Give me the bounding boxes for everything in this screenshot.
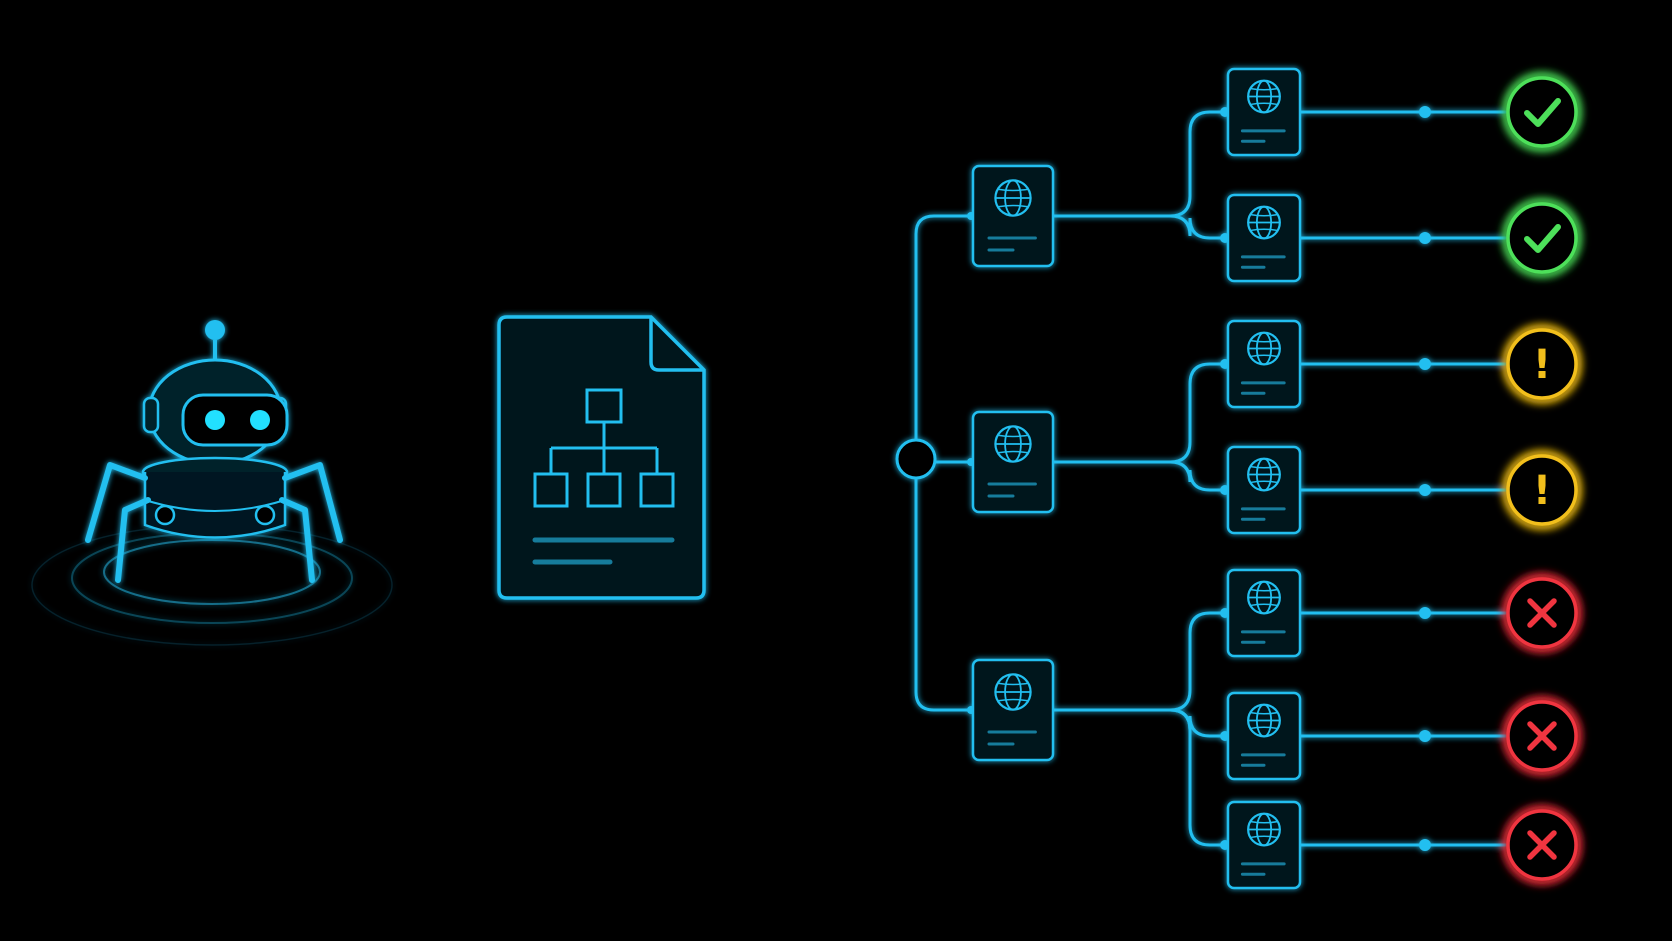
connector <box>1169 460 1228 492</box>
status-glyph: ! <box>1533 468 1551 514</box>
status-badge-error <box>1506 577 1578 649</box>
exclamation-icon: ! <box>1533 342 1551 388</box>
check-icon <box>1524 98 1561 127</box>
connector <box>1169 110 1228 218</box>
page-card-leaf[interactable] <box>1226 691 1302 781</box>
check-icon <box>1524 224 1561 253</box>
page-card-leaf[interactable] <box>1226 193 1302 283</box>
connector-dot <box>1419 106 1431 118</box>
cross-icon <box>1527 721 1557 751</box>
globe-page-icon <box>994 673 1032 711</box>
status-badge-warn: ! <box>1506 454 1578 526</box>
status-badge-ok <box>1506 76 1578 148</box>
connector-dot <box>1419 607 1431 619</box>
page-card-leaf[interactable] <box>1226 67 1302 157</box>
connector <box>1169 214 1228 240</box>
globe-page-icon <box>1247 457 1281 492</box>
globe-page-icon <box>994 179 1032 217</box>
globe-page-icon <box>1247 812 1281 847</box>
connector-dot <box>1419 484 1431 496</box>
globe-page-icon <box>1247 205 1281 240</box>
connector-dot <box>1419 358 1431 370</box>
sitemap-document-icon <box>497 315 706 600</box>
page-card-branch[interactable] <box>971 658 1055 762</box>
status-badge-warn: ! <box>1506 328 1578 400</box>
exclamation-icon: ! <box>1533 468 1551 514</box>
cross-icon <box>1527 830 1557 860</box>
connector-dot <box>1419 730 1431 742</box>
status-glyph: ! <box>1533 342 1551 388</box>
connector <box>914 459 973 712</box>
connector-dot <box>1419 232 1431 244</box>
connector <box>1169 611 1228 712</box>
page-card-leaf[interactable] <box>1226 445 1302 535</box>
globe-page-icon <box>1247 79 1281 114</box>
connector <box>1169 362 1228 464</box>
page-card-leaf[interactable] <box>1226 568 1302 658</box>
connector-dot <box>1419 839 1431 851</box>
page-card-leaf[interactable] <box>1226 800 1302 890</box>
globe-page-icon <box>1247 703 1281 738</box>
page-card-leaf[interactable] <box>1226 319 1302 409</box>
status-badge-error <box>1506 700 1578 772</box>
spider-robot-icon <box>31 320 393 646</box>
connector <box>1169 708 1228 738</box>
connector <box>1169 708 1228 847</box>
page-card-branch[interactable] <box>971 410 1055 514</box>
status-badge-ok <box>1506 202 1578 274</box>
connector <box>914 214 973 459</box>
hub-node-icon <box>895 438 937 480</box>
cross-icon <box>1527 598 1557 628</box>
status-badge-error <box>1506 809 1578 881</box>
page-card-branch[interactable] <box>971 164 1055 268</box>
globe-page-icon <box>1247 580 1281 615</box>
globe-page-icon <box>1247 331 1281 366</box>
globe-page-icon <box>994 425 1032 463</box>
